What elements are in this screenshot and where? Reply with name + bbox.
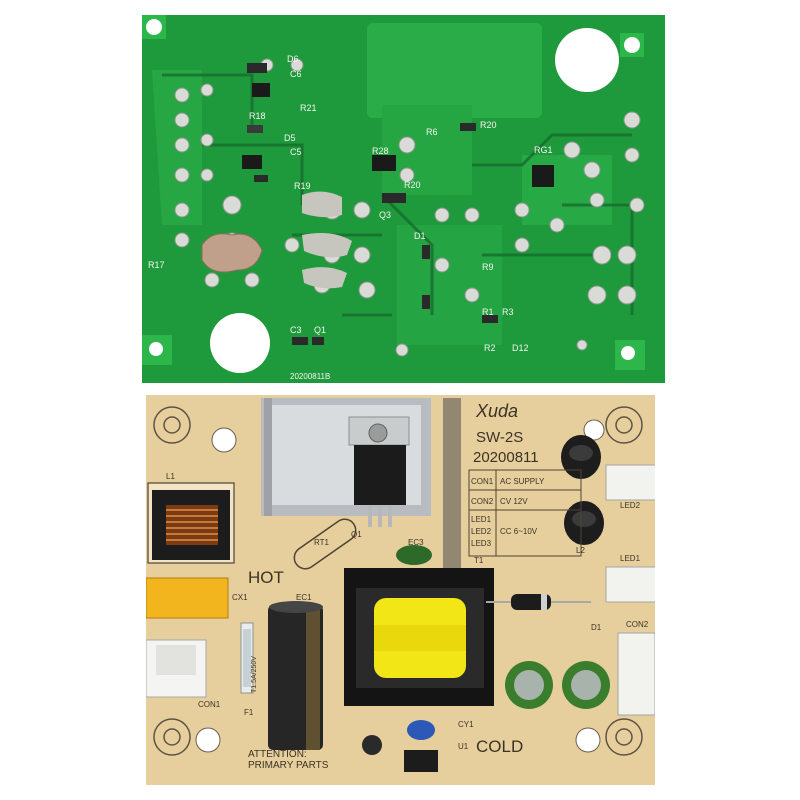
ref-c3: C3	[290, 325, 302, 335]
mounting-pad-tl	[142, 15, 166, 39]
attention-label: ATTENTION:	[248, 749, 307, 760]
ref-f1: F1	[244, 708, 254, 717]
ref-c6: C6	[290, 69, 302, 79]
board-hole-top-right	[555, 28, 619, 92]
ref-q3: Q3	[379, 210, 391, 220]
ref-cy1: CY1	[458, 720, 474, 729]
ref-con2: CON2	[626, 620, 649, 629]
ref-r20-b: R20	[404, 180, 421, 190]
diode-d1	[486, 594, 591, 610]
mounting-pad-br	[615, 340, 645, 370]
inductor-l3	[561, 435, 601, 479]
ref-r21: R21	[300, 103, 317, 113]
ref-r20-a: R20	[480, 120, 497, 130]
mounting-pad-tr	[620, 33, 644, 57]
ref-t1: T1	[474, 556, 484, 565]
conn-table-row3-ref-3: LED3	[471, 539, 492, 548]
output-capacitors	[505, 661, 610, 709]
date-label: 20200811	[473, 449, 539, 466]
inductor-l2	[564, 501, 604, 545]
ref-r28: R28	[372, 146, 389, 156]
thermistor-rt1-outline	[293, 518, 357, 570]
ref-d1: D1	[591, 623, 602, 632]
ref-ec3: EC3	[408, 538, 424, 547]
smd-components	[242, 63, 554, 345]
fuse-value: T1.5A/250V	[251, 656, 258, 693]
ref-d6: D6	[287, 54, 299, 64]
conn-table-row3-ref-1: LED1	[471, 515, 492, 524]
ref-r17: R17	[148, 260, 165, 270]
model-label: SW-2S	[476, 429, 523, 446]
conn-table-row1-ref: CON1	[471, 477, 494, 486]
ref-r2: R2	[484, 343, 496, 353]
connector-con1	[146, 639, 207, 698]
ref-d1: D1	[414, 231, 426, 241]
connector-con2	[617, 632, 655, 716]
brand-logo: Xuda	[475, 401, 518, 421]
copper-blob	[201, 233, 263, 273]
ref-l1: L1	[166, 472, 175, 481]
hot-label: HOT	[248, 568, 284, 587]
mounting-marks	[153, 406, 643, 756]
connector-led2	[605, 464, 655, 501]
fuse-f1	[240, 622, 254, 694]
ref-r18: R18	[249, 111, 266, 121]
mounting-pad-bl	[142, 335, 172, 365]
ref-u1: U1	[458, 742, 469, 751]
ref-q1: Q1	[314, 325, 326, 335]
ref-d5: D5	[284, 133, 296, 143]
conn-table-row1-desc: AC SUPPLY	[500, 477, 545, 486]
ref-c5: C5	[290, 147, 302, 157]
ref-d12: D12	[512, 343, 529, 353]
ref-led2: LED2	[620, 501, 641, 510]
ref-r1: R1	[482, 307, 494, 317]
transformer-t1	[344, 568, 494, 706]
ref-r9: R9	[482, 262, 494, 272]
pcb-component-side: Xuda SW-2S 20200811 CON1 AC SUPPLY CON2 …	[146, 395, 655, 785]
ref-r3: R3	[502, 307, 514, 317]
ref-con1: CON1	[198, 700, 221, 709]
ref-led1: LED1	[620, 554, 641, 563]
ref-rg1: RG1	[534, 145, 553, 155]
ref-rt1: RT1	[314, 538, 330, 547]
ref-r19: R19	[294, 181, 311, 191]
small-components-bottom	[362, 720, 438, 772]
ref-ec1: EC1	[296, 593, 312, 602]
transistor-q1	[348, 416, 410, 527]
conn-table-row2-desc: CV 12V	[500, 497, 528, 506]
ref-r6: R6	[426, 127, 438, 137]
conn-table-row2-ref: CON2	[471, 497, 494, 506]
ref-cx1: CX1	[232, 593, 248, 602]
board-marking: 20200811B	[290, 372, 330, 381]
ref-q1: Q1	[351, 530, 362, 539]
connector-led1	[605, 566, 655, 603]
isolation-slot	[443, 398, 461, 568]
electrolytic-ec1	[268, 601, 323, 750]
ref-l2: L2	[576, 546, 585, 555]
cold-label: COLD	[476, 737, 523, 756]
capacitor-ec3	[396, 545, 432, 565]
conn-table	[468, 469, 582, 557]
x-capacitor-cx1	[146, 577, 229, 619]
conn-table-row3-desc: CC 6~10V	[500, 527, 538, 536]
conn-table-row3-ref-2: LED2	[471, 527, 492, 536]
inductor-l1	[147, 482, 235, 564]
primary-parts-label: PRIMARY PARTS	[248, 760, 329, 771]
board-hole-bottom-left	[210, 313, 270, 373]
pcb-solder-side: D6 C6 R21 R18 D5 C5 R19 R6 R20 R28 R20 Q…	[142, 15, 665, 383]
